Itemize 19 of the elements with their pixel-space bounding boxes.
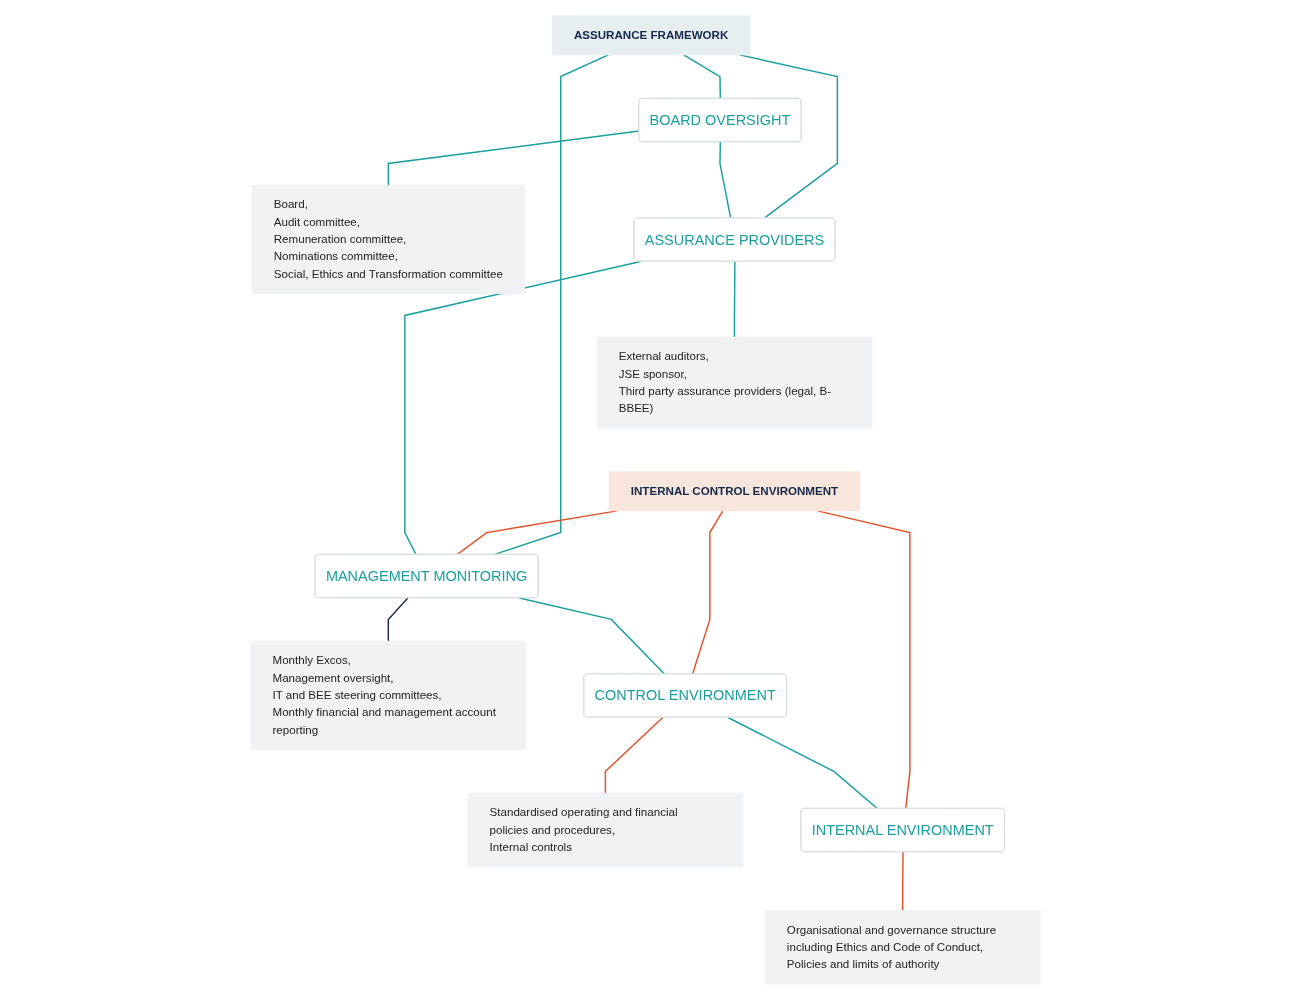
connector [387, 130, 640, 186]
connector [733, 260, 736, 338]
connector [691, 510, 724, 675]
node-text: INTERNAL ENVIRONMENT [811, 822, 994, 838]
connector [403, 260, 641, 556]
connector [718, 141, 731, 219]
node-box: Monthly Excos, Management oversight, IT and BEE steering committees, Monthly financial and management account reporting [249, 640, 526, 751]
connector [682, 54, 721, 100]
node-box: INTERNAL CONTROL ENVIRONMENT [608, 471, 860, 512]
node-box: Board, Audit committee, Remuneration committee, Nominations committee, Social, Ethics and Transformation committee [251, 184, 525, 295]
node-box: Organisational and governance structure including Ethics and Code of Conduct, Policies and limits of authority [764, 910, 1041, 985]
connector [901, 851, 904, 912]
node-box: External auditors, JSE sponsor, Third party assurance providers (legal, B-BBEE) [596, 336, 872, 429]
connector [387, 597, 409, 642]
node-box: Standardised operating and financial policies and procedures, Internal controls [467, 792, 743, 868]
connector [726, 716, 878, 810]
connector [604, 716, 663, 794]
connector [518, 597, 665, 675]
node-box: ASSURANCE FRAMEWORK [551, 15, 750, 56]
